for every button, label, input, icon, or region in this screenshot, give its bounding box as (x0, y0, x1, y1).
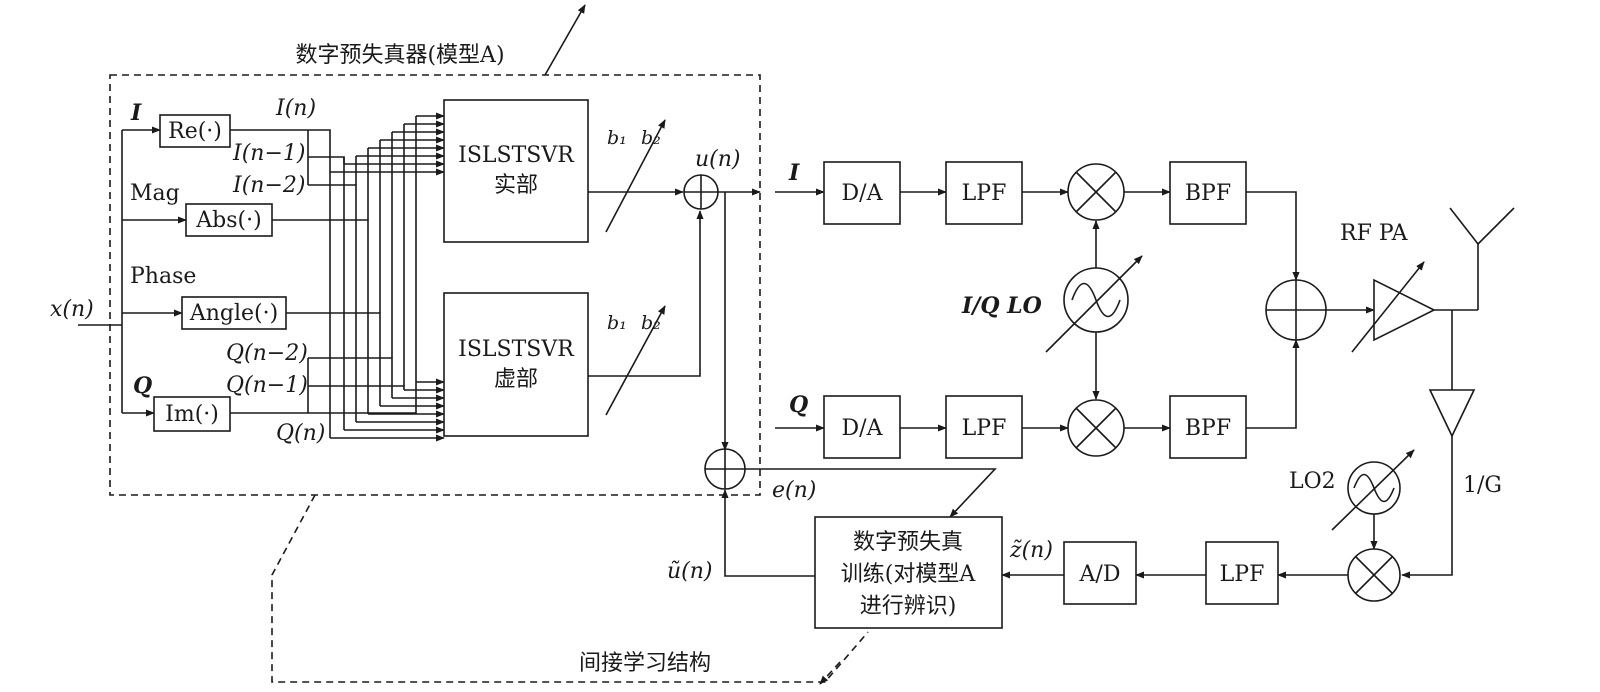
rf-pa-amplifier (1351, 261, 1436, 353)
abs-label: Abs(·) (195, 208, 261, 233)
mixer-feedback (1347, 548, 1401, 602)
b2-real-label: b₂ (641, 127, 661, 149)
svr-imag-inputs (330, 378, 445, 442)
input-I-label: I (130, 100, 142, 126)
bpf-label-I: BPF (1185, 181, 1231, 206)
da-label-Q: D/A (842, 416, 884, 441)
svr-real-block (443, 99, 589, 243)
iq-lo-label: I/Q LO (961, 293, 1042, 319)
u-tilde-wire (721, 489, 815, 577)
re-label: Re(·) (168, 119, 222, 144)
training-label-3: 进行辨识) (860, 594, 957, 619)
lpf-label-fb: LPF (1220, 562, 1265, 587)
ad-block (1063, 541, 1137, 605)
im-block (153, 396, 231, 432)
angle-label: Angle(·) (189, 301, 278, 326)
mixer-Q (1067, 399, 1125, 457)
lo2-oscillator (1331, 449, 1415, 531)
attenuator-mixer-wire (1401, 436, 1453, 579)
Q-n1-label: Q(n−1) (226, 373, 308, 398)
b1-imag-label: b₁ (607, 312, 627, 334)
dpd-title-arrow (544, 4, 586, 76)
rf-pa-label: RF PA (1340, 221, 1409, 246)
Q-n2-label: Q(n−2) (226, 341, 308, 366)
ils-title: 间接学习结构 (579, 651, 711, 676)
Q-n-label: Q(n) (276, 421, 325, 446)
gain-label: 1/G (1463, 473, 1502, 498)
bpf-block-Q (1169, 395, 1247, 459)
antenna-icon (1449, 207, 1515, 310)
attenuator-triangle (1428, 389, 1476, 438)
lo2-label: LO2 (1289, 469, 1336, 494)
svr-real-label-2: 实部 (494, 173, 538, 198)
z-tilde-label: z̃(n) (1009, 538, 1053, 563)
e-n-label: e(n) (772, 478, 816, 503)
input-mag-label: Mag (130, 181, 180, 206)
I-out-label: I (788, 160, 800, 186)
da-block-I (823, 161, 901, 225)
Q-out-label: Q (789, 392, 808, 418)
weight-adjust-imag (605, 305, 666, 416)
ils-boundary (271, 494, 869, 683)
bpf-block-I (1169, 161, 1247, 225)
ils-arrow (819, 661, 841, 685)
b2-imag-label: b₂ (641, 312, 661, 334)
I-n-label: I(n) (275, 96, 316, 121)
dpd-boundary (109, 74, 761, 496)
feature-routing (308, 116, 417, 438)
ad-label: A/D (1079, 562, 1121, 587)
dpd-title: 数字预失真器(模型A) (295, 43, 504, 68)
bpf-label-Q: BPF (1185, 416, 1231, 441)
lpf-label-I: LPF (962, 181, 1007, 206)
weight-adjust-real (605, 119, 666, 233)
summer-u (683, 174, 719, 210)
b1-real-label: b₁ (607, 127, 627, 149)
svr-real-inputs (330, 112, 445, 176)
angle-block (181, 296, 287, 330)
im-label: Im(·) (165, 402, 219, 427)
u-tilde-label: ũ(n) (667, 559, 713, 584)
summer-e (704, 448, 746, 490)
lpf-block-I (945, 161, 1023, 225)
da-label-I: D/A (842, 181, 884, 206)
svr-imag-block (443, 292, 589, 437)
input-x-label: x(n) (50, 297, 94, 322)
iq-lo-oscillator (1045, 255, 1143, 353)
bpf-I-combiner-wire (1246, 191, 1300, 281)
svr-imag-out (588, 210, 704, 377)
bpf-Q-combiner-wire (1246, 339, 1300, 429)
lpf-block-fb (1205, 541, 1279, 605)
mixer-I (1067, 163, 1125, 221)
rf-combiner (1265, 279, 1327, 341)
input-phase-label: Phase (130, 264, 196, 289)
abs-block (185, 203, 273, 237)
re-block (159, 114, 231, 148)
training-label-2: 训练(对模型A (841, 562, 977, 587)
lpf-label-Q: LPF (962, 416, 1007, 441)
I-n1-label: I(n−1) (232, 141, 305, 166)
I-n2-label: I(n−2) (232, 173, 305, 198)
svr-real-label-1: ISLSTSVR (458, 143, 575, 168)
error-to-training (745, 468, 997, 518)
lpf-block-Q (945, 395, 1023, 459)
svr-imag-label-2: 虚部 (494, 367, 538, 392)
training-label-1: 数字预失真 (853, 530, 963, 555)
input-Q-label: Q (133, 373, 152, 399)
svr-imag-label-1: ISLSTSVR (458, 337, 575, 362)
da-block-Q (823, 395, 901, 459)
u-n-label: u(n) (695, 147, 741, 172)
